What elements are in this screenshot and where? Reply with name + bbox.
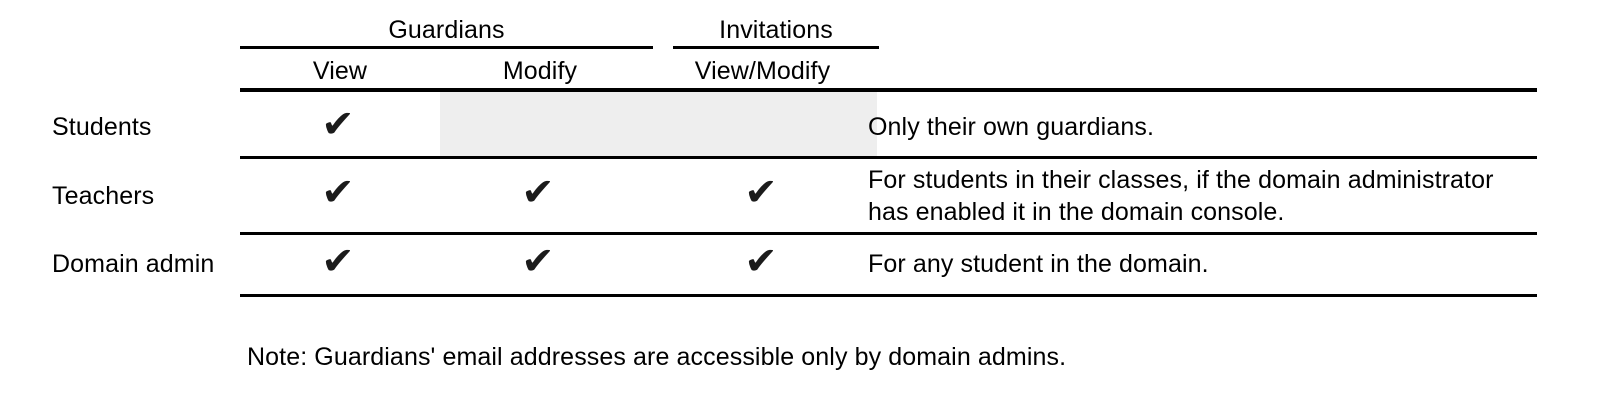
check-teachers-guardians-view: ✔ [321, 170, 355, 214]
row-label-teachers: Teachers [52, 182, 155, 210]
row-description-students: Only their own guardians. [868, 113, 1154, 141]
table-bottom-rule [240, 294, 1537, 297]
row-description-teachers-line2: has enabled it in the domain console. [868, 198, 1285, 226]
row-label-students: Students [52, 113, 152, 141]
check-teachers-invitations-viewmodify: ✔ [744, 170, 778, 214]
column-header-view-modify: View/Modify [694, 57, 831, 85]
check-domain-admin-guardians-view: ✔ [321, 239, 355, 283]
row-label-domain-admin: Domain admin [52, 250, 215, 278]
check-students-guardians-view: ✔ [321, 102, 355, 146]
column-group-header-guardians: Guardians [388, 16, 505, 44]
table-note: Note: Guardians' email addresses are acc… [247, 343, 1067, 371]
disabled-cell-students-modify [440, 91, 877, 156]
row-description-domain-admin: For any student in the domain. [868, 250, 1209, 278]
row-rule-after-teachers [240, 232, 1537, 235]
row-description-teachers-line1: For students in their classes, if the do… [868, 166, 1494, 194]
group-rule-guardians [240, 46, 653, 49]
group-rule-invitations [673, 46, 879, 49]
header-bottom-rule [240, 88, 1537, 92]
row-rule-after-students [240, 156, 1537, 159]
check-domain-admin-guardians-modify: ✔ [521, 239, 555, 283]
check-teachers-guardians-modify: ✔ [521, 170, 555, 214]
column-header-view: View [312, 57, 368, 85]
column-group-header-invitations: Invitations [719, 16, 833, 44]
column-header-modify: Modify [502, 57, 578, 85]
check-domain-admin-invitations-viewmodify: ✔ [744, 239, 778, 283]
